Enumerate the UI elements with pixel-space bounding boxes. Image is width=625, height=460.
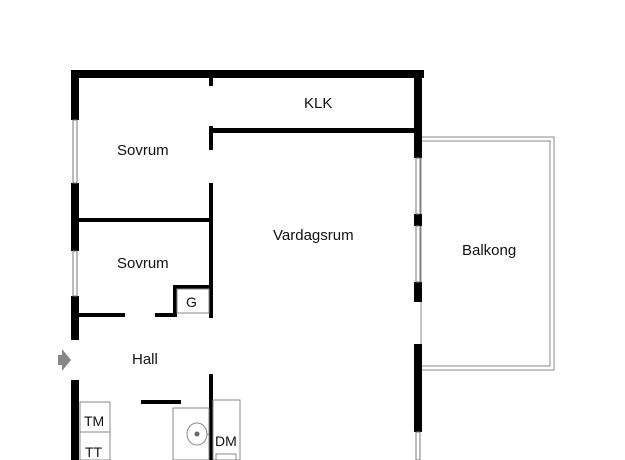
windows-right	[415, 157, 421, 460]
dryer-label: TT	[85, 444, 103, 460]
room-label-bedroom-1: Sovrum	[117, 142, 169, 159]
balcony-outline	[420, 136, 555, 371]
room-label-klk: KLK	[304, 95, 333, 112]
laundry-cabinet	[79, 401, 111, 460]
entrance-arrow-icon	[58, 349, 71, 371]
wardrobe-outline	[176, 288, 210, 314]
room-label-hall: Hall	[132, 351, 158, 368]
interior-walls	[79, 78, 414, 460]
wardrobe-label: G	[186, 294, 197, 310]
windows-left	[72, 119, 78, 297]
outer-walls	[71, 70, 424, 460]
washing-machine-label: TM	[84, 413, 105, 429]
room-label-bedroom-2: Sovrum	[117, 255, 169, 272]
kitchen-counter	[212, 399, 241, 460]
counter-outline	[172, 407, 210, 460]
sink-icon	[186, 422, 209, 446]
dishwasher-label: DM	[215, 433, 237, 449]
room-label-balcony: Balkong	[462, 242, 517, 259]
bathroom-fixtures	[79, 399, 241, 460]
room-label-living-room: Vardagsrum	[273, 227, 354, 244]
